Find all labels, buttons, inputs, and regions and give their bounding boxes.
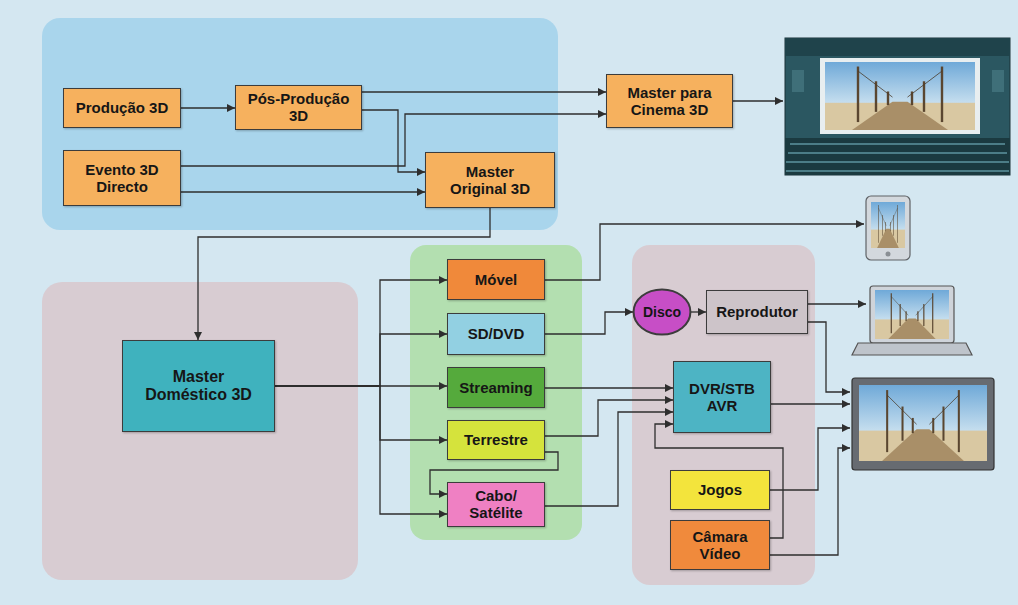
process-box: Pós-Produção 3D bbox=[235, 85, 362, 130]
process-box: Móvel bbox=[447, 259, 545, 300]
tablet-illustration bbox=[866, 196, 910, 260]
connector-arrow bbox=[545, 400, 673, 436]
node-label: Câmara Vídeo bbox=[679, 528, 761, 563]
process-box: Produção 3D bbox=[63, 88, 181, 128]
node-label: Produção 3D bbox=[76, 99, 169, 116]
connector-arrow bbox=[545, 412, 673, 506]
process-box: Reprodutor bbox=[706, 290, 808, 334]
process-box: Evento 3D Directo bbox=[63, 150, 181, 206]
production-region bbox=[42, 18, 558, 230]
process-box: Master para Cinema 3D bbox=[606, 74, 733, 128]
cinema-screen-image bbox=[825, 62, 975, 130]
process-box: Jogos bbox=[670, 470, 770, 510]
process-box: DVR/STB AVR bbox=[673, 361, 771, 433]
circle-shape bbox=[634, 289, 691, 334]
connector-arrow bbox=[275, 280, 447, 386]
node-label: Master para Cinema 3D bbox=[615, 84, 724, 119]
node-label: Streaming bbox=[459, 379, 532, 396]
node-label: Cabo/ Satélite bbox=[456, 487, 536, 522]
node-label: Terrestre bbox=[464, 431, 528, 448]
distribution-region bbox=[410, 245, 582, 540]
tablet-screen-image bbox=[871, 202, 905, 248]
connector-arrow bbox=[181, 191, 425, 192]
process-box: Cabo/ Satélite bbox=[447, 482, 545, 527]
node-label: Pós-Produção 3D bbox=[244, 90, 353, 125]
node-label: Disco bbox=[643, 304, 681, 320]
connector-arrow bbox=[275, 386, 447, 514]
node-label: Jogos bbox=[698, 481, 742, 498]
output-line bbox=[808, 322, 850, 392]
output-line bbox=[808, 303, 866, 304]
connector-arrow bbox=[181, 107, 235, 108]
connector-arrow bbox=[362, 110, 425, 172]
output-line bbox=[545, 224, 864, 280]
node-label: SD/DVD bbox=[468, 325, 525, 342]
connector-arrow bbox=[362, 91, 606, 92]
output-line bbox=[771, 403, 850, 404]
connector-arrow bbox=[275, 334, 447, 386]
node-label: Master Doméstico 3D bbox=[131, 368, 266, 405]
process-box: Master Doméstico 3D bbox=[122, 340, 275, 432]
process-box: Terrestre bbox=[447, 420, 545, 460]
process-box: SD/DVD bbox=[447, 313, 545, 355]
laptop-illustration bbox=[852, 286, 972, 355]
connector-arrow bbox=[545, 312, 633, 334]
connector-arrow bbox=[275, 386, 447, 440]
home-master-region bbox=[42, 282, 358, 580]
process-box: Câmara Vídeo bbox=[670, 520, 770, 570]
disk-circle: Disco bbox=[633, 289, 691, 335]
cinema-illustration bbox=[785, 38, 1010, 175]
output-line bbox=[733, 100, 783, 101]
devices-region bbox=[632, 245, 815, 585]
tv-screen-image bbox=[859, 385, 987, 461]
connector-arrow bbox=[691, 311, 706, 312]
output-line bbox=[770, 448, 850, 555]
node-label: Master Original 3D bbox=[440, 163, 540, 198]
process-box: Streaming bbox=[447, 367, 545, 408]
process-box: Master Original 3D bbox=[425, 152, 555, 208]
node-label: Reprodutor bbox=[716, 303, 798, 320]
node-label: DVR/STB AVR bbox=[682, 380, 762, 415]
node-label: Evento 3D Directo bbox=[72, 161, 172, 196]
tv-illustration bbox=[852, 378, 994, 470]
laptop-screen-image bbox=[875, 290, 949, 339]
connector-arrow bbox=[545, 387, 673, 388]
node-label: Móvel bbox=[475, 271, 518, 288]
